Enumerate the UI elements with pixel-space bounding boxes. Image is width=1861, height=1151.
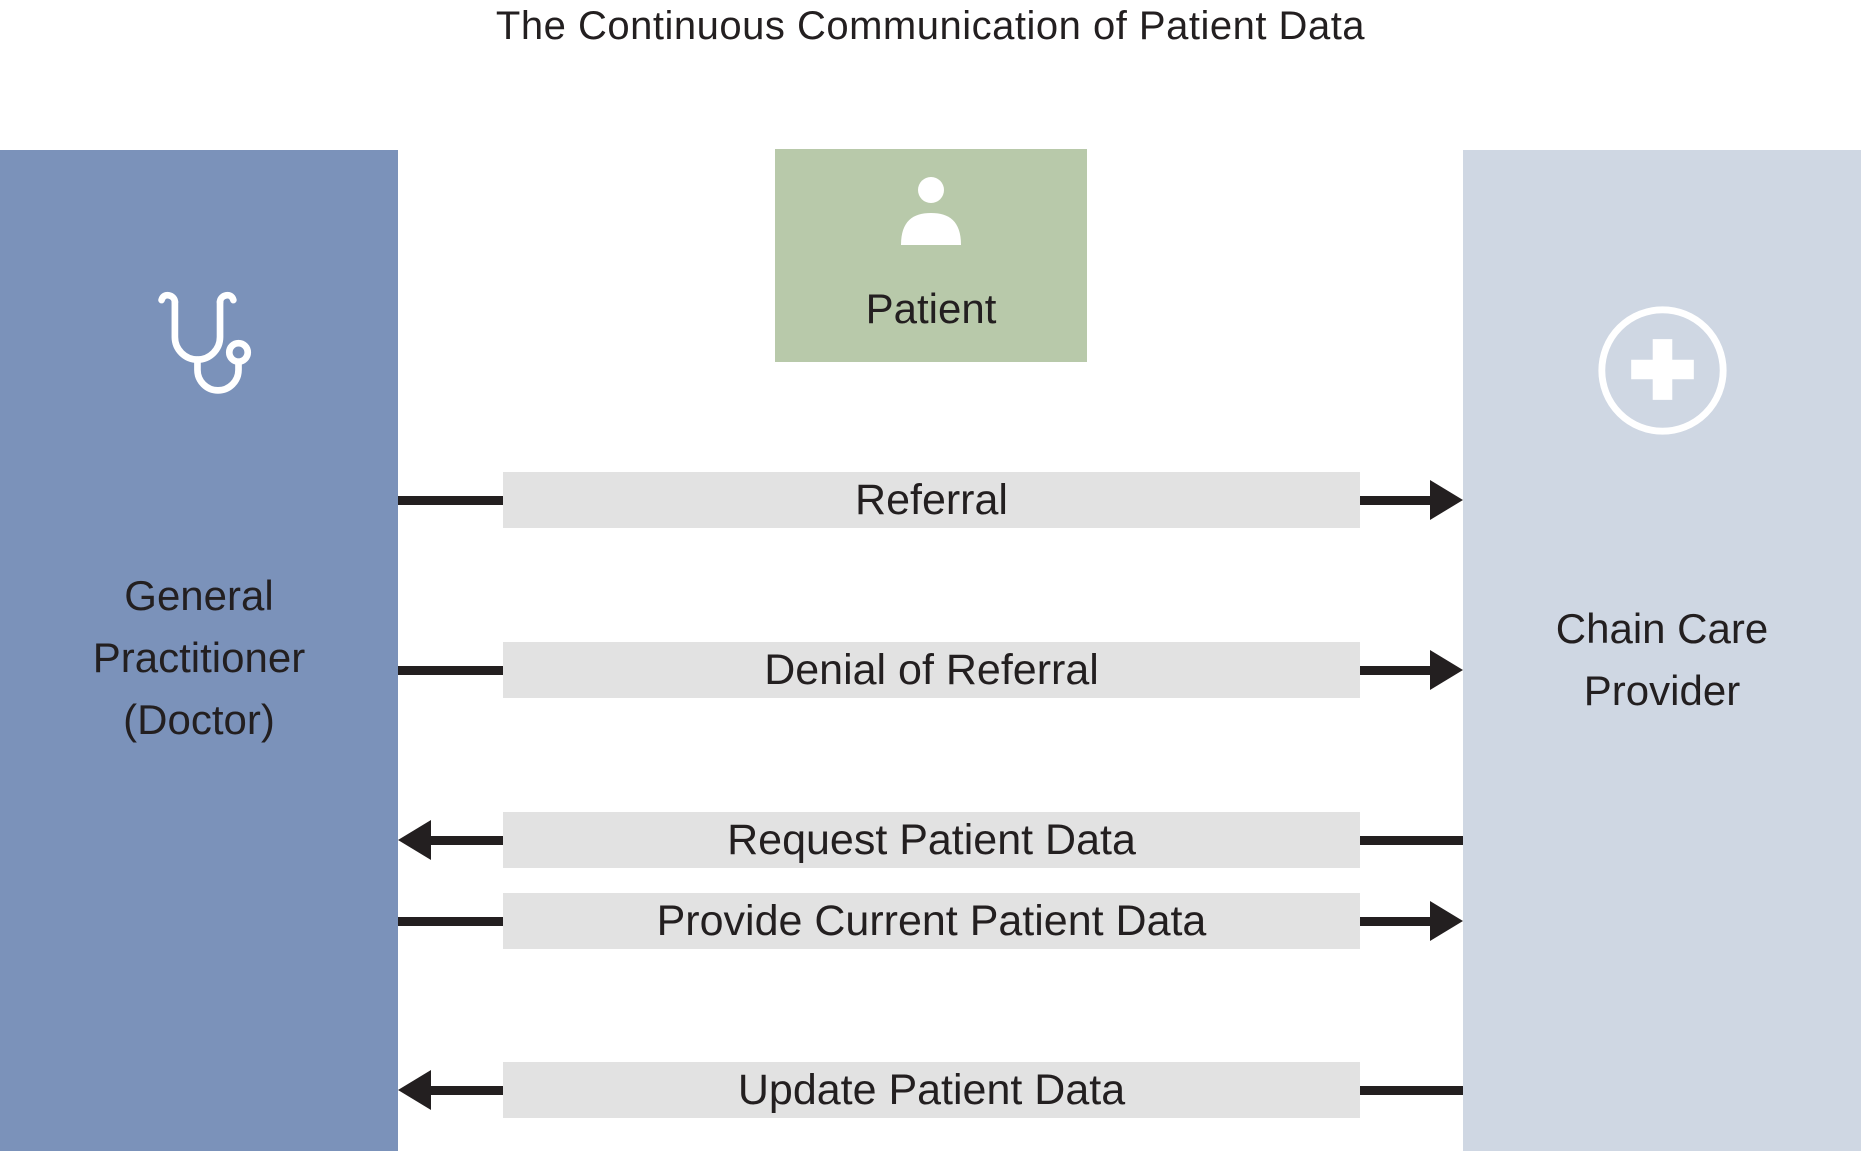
message-label: Referral — [503, 472, 1360, 528]
actor-general-practitioner: General Practitioner (Doctor) — [0, 150, 398, 1151]
message-row-update-patient-data: Update Patient Data — [398, 1062, 1463, 1118]
arrow-line — [1360, 917, 1430, 926]
message-row-provide-current-patient-data: Provide Current Patient Data — [398, 893, 1463, 949]
arrow-line — [1360, 836, 1463, 845]
arrow-line — [1360, 666, 1430, 675]
stethoscope-icon — [158, 291, 252, 394]
diagram-title: The Continuous Communication of Patient … — [495, 4, 1366, 48]
arrow-line — [398, 917, 503, 926]
actor-patient: Patient — [775, 149, 1087, 362]
message-row-request-patient-data: Request Patient Data — [398, 812, 1463, 868]
arrowhead-right-icon — [1430, 650, 1463, 690]
message-label: Update Patient Data — [503, 1062, 1360, 1118]
message-label: Request Patient Data — [503, 812, 1360, 868]
arrow-line — [1360, 1086, 1463, 1095]
person-icon — [901, 177, 961, 245]
message-label: Provide Current Patient Data — [503, 893, 1360, 949]
arrow-line — [431, 836, 503, 845]
arrowhead-left-icon — [398, 820, 431, 860]
message-row-referral: Referral — [398, 472, 1463, 528]
actor-label-general-practitioner: General Practitioner (Doctor) — [92, 572, 306, 743]
arrowhead-left-icon — [398, 1070, 431, 1110]
arrow-line — [398, 496, 503, 505]
arrow-line — [1360, 496, 1430, 505]
actor-chain-care-provider: Chain Care Provider — [1463, 150, 1861, 1151]
actor-label-chain-care-provider: Chain Care Provider — [1555, 605, 1769, 714]
actor-label-patient: Patient — [865, 285, 997, 332]
message-label: Denial of Referral — [503, 642, 1360, 698]
arrow-line — [398, 666, 503, 675]
arrow-line — [431, 1086, 503, 1095]
medical-cross-icon — [1598, 306, 1727, 435]
arrowhead-right-icon — [1430, 901, 1463, 941]
arrowhead-right-icon — [1430, 480, 1463, 520]
message-row-denial-of-referral: Denial of Referral — [398, 642, 1463, 698]
